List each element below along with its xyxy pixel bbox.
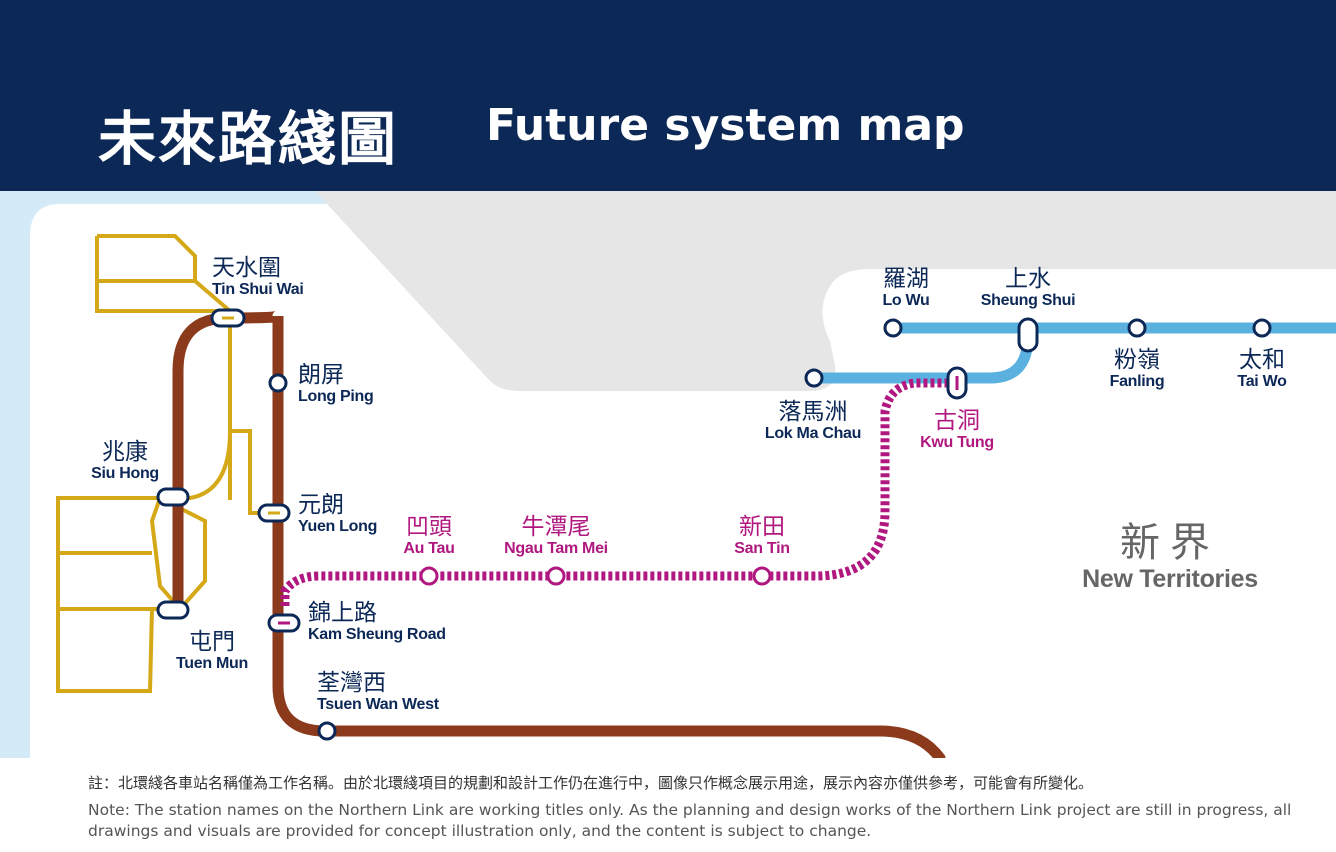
station-san-tin[interactable]: 新田 San Tin [722, 514, 802, 558]
station-name-zh: 屯門 [189, 629, 235, 655]
station-tai-wo[interactable]: 太和 Tai Wo [1224, 347, 1300, 391]
station-lok-ma-chau[interactable]: 落馬洲 Lok Ma Chau [758, 399, 868, 443]
station-name-en: Kam Sheung Road [308, 626, 446, 643]
note-chinese: 註：北環綫各車站名稱僅為工作名稱。由於北環綫項目的規劃和設計工作仍在進行中，圖像… [88, 774, 1094, 792]
station-name-en: Long Ping [298, 388, 374, 405]
station-name-zh: 羅湖 [883, 266, 929, 292]
northern-link-line [280, 378, 957, 606]
system-map: 天水圍 Tin Shui Wai 朗屏 Long Ping 兆康 Siu Hon… [0, 191, 1336, 758]
station-name-en: Fanling [1109, 373, 1165, 390]
header-banner: 未來路綫圖 Future system map [0, 0, 1336, 191]
station-tin-shui-wai[interactable]: 天水圍 Tin Shui Wai [212, 255, 304, 299]
title-chinese: 未來路綫圖 [98, 105, 399, 173]
station-name-en: Au Tau [403, 540, 455, 557]
station-siu-hong[interactable]: 兆康 Siu Hong [88, 439, 162, 483]
station-name-zh: 兆康 [102, 439, 148, 465]
lo-wu-marker [883, 318, 903, 338]
station-name-en: Tai Wo [1237, 373, 1287, 390]
land-area [30, 204, 1336, 758]
region-name-zh: 新界 [1120, 520, 1220, 566]
station-tsuen-wan-west[interactable]: 荃灣西 Tsuen Wan West [317, 670, 439, 714]
station-name-zh: 元朗 [298, 492, 344, 518]
station-name-en: Tin Shui Wai [212, 281, 304, 298]
fanling-marker [1127, 318, 1147, 338]
station-markers [268, 318, 1272, 741]
station-name-zh: 凹頭 [406, 514, 452, 540]
station-name-zh: 古洞 [934, 408, 980, 434]
san-tin-marker [752, 566, 772, 586]
station-name-en: Tuen Mun [176, 655, 248, 672]
station-yuen-long[interactable]: 元朗 Yuen Long [298, 492, 377, 536]
au-tau-marker [419, 566, 439, 586]
station-name-en: Sheung Shui [980, 292, 1076, 309]
station-name-zh: 朗屏 [298, 362, 344, 388]
station-kam-sheung-road[interactable]: 錦上路 Kam Sheung Road [308, 600, 446, 644]
shenzhen-area [315, 191, 1336, 391]
ngau-tam-mei-marker [546, 566, 566, 586]
station-fanling[interactable]: 粉嶺 Fanling [1099, 347, 1175, 391]
station-name-zh: 新田 [739, 514, 785, 540]
station-lo-wu[interactable]: 羅湖 Lo Wu [868, 266, 944, 310]
station-name-en: San Tin [734, 540, 790, 557]
sheung-shui-interchange [1017, 317, 1039, 353]
map-graphic [0, 191, 1336, 758]
station-name-zh: 天水圍 [212, 255, 281, 281]
station-tuen-mun[interactable]: 屯門 Tuen Mun [170, 629, 254, 673]
station-kwu-tung[interactable]: 古洞 Kwu Tung [912, 408, 1002, 452]
station-name-en: Lo Wu [882, 292, 930, 309]
station-name-en: Kwu Tung [920, 434, 994, 451]
tsuen-wan-west-marker [317, 721, 337, 741]
station-name-zh: 錦上路 [308, 600, 377, 626]
station-name-en: Siu Hong [91, 465, 159, 482]
footer-notes: 註：北環綫各車站名稱僅為工作名稱。由於北環綫項目的規劃和設計工作仍在進行中，圖像… [0, 758, 1336, 852]
station-sheung-shui[interactable]: 上水 Sheung Shui [974, 266, 1082, 310]
long-ping-marker [268, 373, 288, 393]
station-name-zh: 上水 [1005, 266, 1051, 292]
station-name-en: Ngau Tam Mei [504, 540, 608, 557]
station-name-en: Tsuen Wan West [317, 696, 439, 713]
station-name-en: Lok Ma Chau [764, 425, 862, 442]
tai-wo-marker [1252, 318, 1272, 338]
station-au-tau[interactable]: 凹頭 Au Tau [389, 514, 469, 558]
station-ngau-tam-mei[interactable]: 牛潭尾 Ngau Tam Mei [492, 514, 620, 558]
station-name-en: Yuen Long [298, 518, 378, 535]
title-english: Future system map [486, 100, 965, 151]
station-long-ping[interactable]: 朗屏 Long Ping [298, 362, 374, 406]
station-name-zh: 落馬洲 [778, 399, 848, 425]
region-name-en: New Territories [1082, 565, 1258, 593]
station-name-zh: 荃灣西 [317, 670, 386, 696]
station-name-zh: 牛潭尾 [521, 514, 591, 540]
siu-hong-interchange [156, 487, 190, 507]
lok-ma-chau-marker [804, 368, 824, 388]
interchange-markers [156, 308, 1039, 633]
tuen-mun-interchange [156, 600, 190, 620]
station-name-zh: 粉嶺 [1114, 347, 1160, 373]
region-new-territories: 新界 New Territories [1080, 521, 1260, 593]
station-name-zh: 太和 [1239, 347, 1285, 373]
note-english: Note: The station names on the Northern … [88, 801, 1292, 840]
